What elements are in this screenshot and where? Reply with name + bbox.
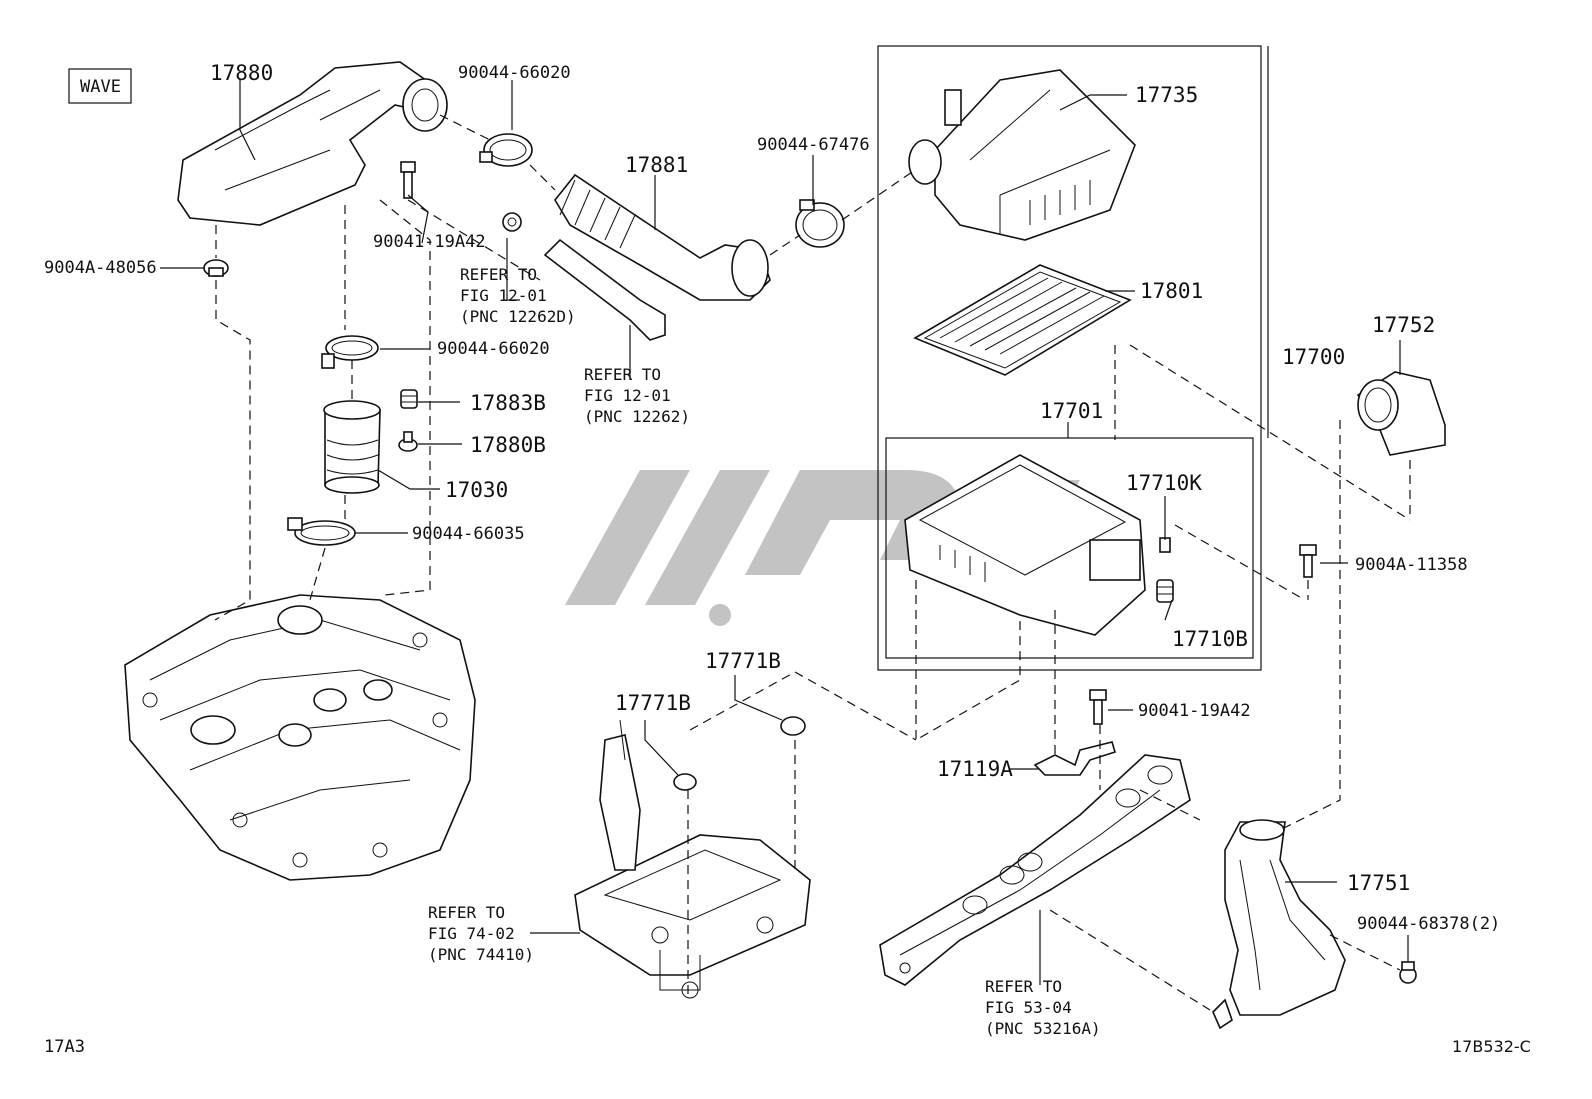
air-cleaner-group-box <box>877 45 1262 671</box>
clip-90044-68378[interactable] <box>1399 961 1417 984</box>
clip-9004A-48056[interactable] <box>203 259 229 277</box>
ref-12262D-line1: REFER TO <box>460 265 537 284</box>
grommet-17710B[interactable] <box>1156 579 1174 603</box>
label-90044-67476: 90044-67476 <box>757 135 870 155</box>
part-17710K[interactable] <box>1159 537 1171 553</box>
ref-74410-line2: FIG 74-02 <box>428 924 515 943</box>
drawing-code: 17B532-C <box>1452 1037 1531 1056</box>
label-17801: 17801 <box>1140 279 1203 303</box>
label-17119A: 17119A <box>937 757 1013 781</box>
label-17771B-left: 17771B <box>615 691 691 715</box>
clamp-90044-66020-mid[interactable] <box>321 335 379 369</box>
small-clip <box>502 212 522 232</box>
part-labels: 17880 90044-66020 17881 90044-67476 1773… <box>44 61 1500 934</box>
bolt-90041-19A42-top[interactable] <box>400 161 416 199</box>
assembly-lines <box>214 114 1411 1011</box>
ref-74410-line1: REFER TO <box>428 903 505 922</box>
air-filter-17801[interactable] <box>913 264 1132 376</box>
air-cleaner-case-17701[interactable] <box>904 454 1146 636</box>
label-17710B: 17710B <box>1172 627 1248 651</box>
engine-cylinder-head <box>124 594 476 881</box>
breather-tube <box>543 238 666 341</box>
clamp-90044-67476[interactable] <box>795 199 845 248</box>
label-17880B: 17880B <box>470 433 546 457</box>
ref-12262-line2: FIG 12-01 <box>584 386 671 405</box>
bracket-17119A[interactable] <box>1033 741 1116 776</box>
ref-12262D-line2: FIG 12-01 <box>460 286 547 305</box>
clip-17880B[interactable] <box>398 431 418 452</box>
air-duct-17751[interactable] <box>1212 819 1346 1030</box>
label-9004A-48056: 9004A-48056 <box>44 258 157 278</box>
radiator-support-crossmember <box>879 754 1191 986</box>
label-90044-66020-top: 90044-66020 <box>458 63 571 83</box>
ref-74410-line3: (PNC 74410) <box>428 945 534 964</box>
intake-hose-17881[interactable] <box>554 173 771 301</box>
label-90044-68378: 90044-68378(2) <box>1357 914 1500 934</box>
label-17883B: 17883B <box>470 391 546 415</box>
ref-12262-line1: REFER TO <box>584 365 661 384</box>
reference-note-12262D: REFER TO FIG 12-01 (PNC 12262D) <box>460 265 576 326</box>
label-17752: 17752 <box>1372 313 1435 337</box>
ref-12262D-line3: (PNC 12262D) <box>460 307 576 326</box>
label-17701: 17701 <box>1040 399 1103 423</box>
clamp-90044-66020-top[interactable] <box>479 133 533 167</box>
bolt-9004A-11358[interactable] <box>1299 544 1317 578</box>
label-17771B-top: 17771B <box>705 649 781 673</box>
variant-box-frame <box>68 68 132 104</box>
reference-note-74410: REFER TO FIG 74-02 (PNC 74410) <box>428 903 534 964</box>
reference-note-12262: REFER TO FIG 12-01 (PNC 12262) <box>584 365 690 426</box>
ref-53216A-line2: FIG 53-04 <box>985 998 1072 1017</box>
label-90044-66035: 90044-66035 <box>412 524 525 544</box>
case-subgroup-box <box>885 437 1254 659</box>
ref-53216A-line1: REFER TO <box>985 977 1062 996</box>
label-17881: 17881 <box>625 153 688 177</box>
intake-duct-17880[interactable] <box>177 61 448 226</box>
label-90041-19A42-bottom: 90041-19A42 <box>1138 701 1251 721</box>
ref-12262-line3: (PNC 12262) <box>584 407 690 426</box>
ref-53216A-line3: (PNC 53216A) <box>985 1019 1101 1038</box>
reference-note-53216A: REFER TO FIG 53-04 (PNC 53216A) <box>985 977 1101 1038</box>
variant-box-label: WAVE <box>80 77 121 97</box>
label-17751: 17751 <box>1347 871 1410 895</box>
label-90044-66020-mid: 90044-66020 <box>437 339 550 359</box>
label-17735: 17735 <box>1135 83 1198 107</box>
label-17030: 17030 <box>445 478 508 502</box>
clamp-90044-66035[interactable] <box>287 517 356 546</box>
bolt-90041-19A42-bottom[interactable] <box>1089 689 1107 725</box>
battery-tray <box>574 716 811 999</box>
leader-lines <box>160 46 1409 985</box>
grommet-17883B[interactable] <box>400 389 418 409</box>
label-17880: 17880 <box>210 61 273 85</box>
intake-hose-17030[interactable] <box>323 400 381 494</box>
air-cleaner-cap-17735[interactable] <box>908 69 1136 241</box>
label-17700: 17700 <box>1282 345 1345 369</box>
label-9004A-11358: 9004A-11358 <box>1355 555 1468 575</box>
label-17710K: 17710K <box>1126 471 1202 495</box>
label-90041-19A42-top: 90041-19A42 <box>373 232 486 252</box>
page-code: 17A3 <box>44 1037 85 1057</box>
air-inlet-17752[interactable] <box>1356 371 1446 456</box>
